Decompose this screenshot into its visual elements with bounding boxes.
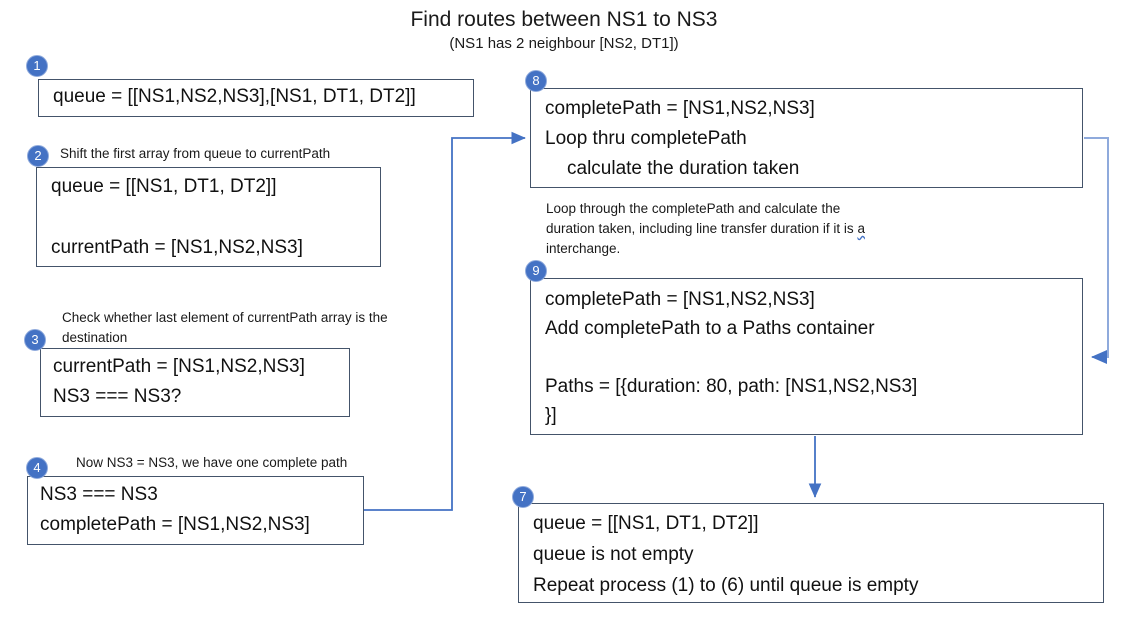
step-9-line: completePath = [NS1,NS2,NS3]	[545, 289, 815, 310]
step-4-line: completePath = [NS1,NS2,NS3]	[40, 514, 310, 535]
step-8-line: completePath = [NS1,NS2,NS3]	[545, 98, 815, 119]
step-2-line: queue = [[NS1, DT1, DT2]]	[51, 176, 277, 197]
step-8-line: calculate the duration taken	[567, 158, 800, 179]
step-4-badge: 4	[26, 457, 48, 479]
step-9-line: Paths = [{duration: 80, path: [NS1,NS2,N…	[545, 376, 918, 397]
step-1-line: queue = [[NS1,NS2,NS3],[NS1, DT1, DT2]]	[53, 86, 416, 107]
step-9-box: completePath = [NS1,NS2,NS3] Add complet…	[530, 278, 1083, 435]
step-3-box: currentPath = [NS1,NS2,NS3] NS3 === NS3?	[40, 348, 350, 417]
step-9-badge: 9	[525, 260, 547, 282]
duration-note-text: duration taken, including line transfer …	[546, 221, 858, 236]
connector-step4-to-step8	[364, 131, 526, 511]
step-2-badge: 2	[27, 145, 49, 167]
duration-note-line: duration taken, including line transfer …	[546, 219, 865, 239]
duration-note: Loop through the completePath and calcul…	[546, 199, 865, 259]
duration-note-line: Loop through the completePath and calcul…	[546, 201, 841, 216]
step-7-line: queue is not empty	[533, 544, 694, 565]
step-2-line: currentPath = [NS1,NS2,NS3]	[51, 237, 303, 258]
spellcheck-flagged-word: a	[857, 221, 865, 236]
step-8-box: completePath = [NS1,NS2,NS3] Loop thru c…	[530, 88, 1083, 188]
step-3-caption: destination	[62, 330, 128, 345]
step-3-badge: 3	[24, 329, 46, 351]
step-1-badge: 1	[26, 55, 48, 77]
step-9-line: }]	[545, 405, 557, 426]
duration-note-line: interchange.	[546, 241, 621, 256]
step-7-line: queue = [[NS1, DT1, DT2]]	[533, 513, 759, 534]
step-2-caption: Shift the first array from queue to curr…	[60, 146, 331, 161]
step-7-box: queue = [[NS1, DT1, DT2]] queue is not e…	[518, 503, 1104, 603]
step-4-caption: Now NS3 = NS3, we have one complete path	[76, 455, 348, 470]
step-4-line: NS3 === NS3	[40, 484, 158, 505]
step-7-badge: 7	[512, 486, 534, 508]
step-2-box: queue = [[NS1, DT1, DT2]] currentPath = …	[36, 167, 381, 267]
step-8-badge: 8	[525, 70, 547, 92]
step-3-caption: Check whether last element of currentPat…	[62, 310, 388, 325]
step-9-line: Add completePath to a Paths container	[545, 318, 875, 339]
step-3-line: currentPath = [NS1,NS2,NS3]	[53, 356, 305, 377]
step-4-box: NS3 === NS3 completePath = [NS1,NS2,NS3]	[27, 476, 364, 545]
step-7-line: Repeat process (1) to (6) until queue is…	[533, 575, 919, 596]
connector-step8-to-step9	[1084, 137, 1109, 364]
slide-subtitle: (NS1 has 2 neighbour [NS2, DT1])	[449, 35, 679, 52]
step-3-line: NS3 === NS3?	[53, 386, 182, 407]
step-8-line: Loop thru completePath	[545, 128, 747, 149]
step-1-box: queue = [[NS1,NS2,NS3],[NS1, DT1, DT2]]	[38, 79, 474, 117]
slide-title: Find routes between NS1 to NS3	[410, 8, 718, 31]
